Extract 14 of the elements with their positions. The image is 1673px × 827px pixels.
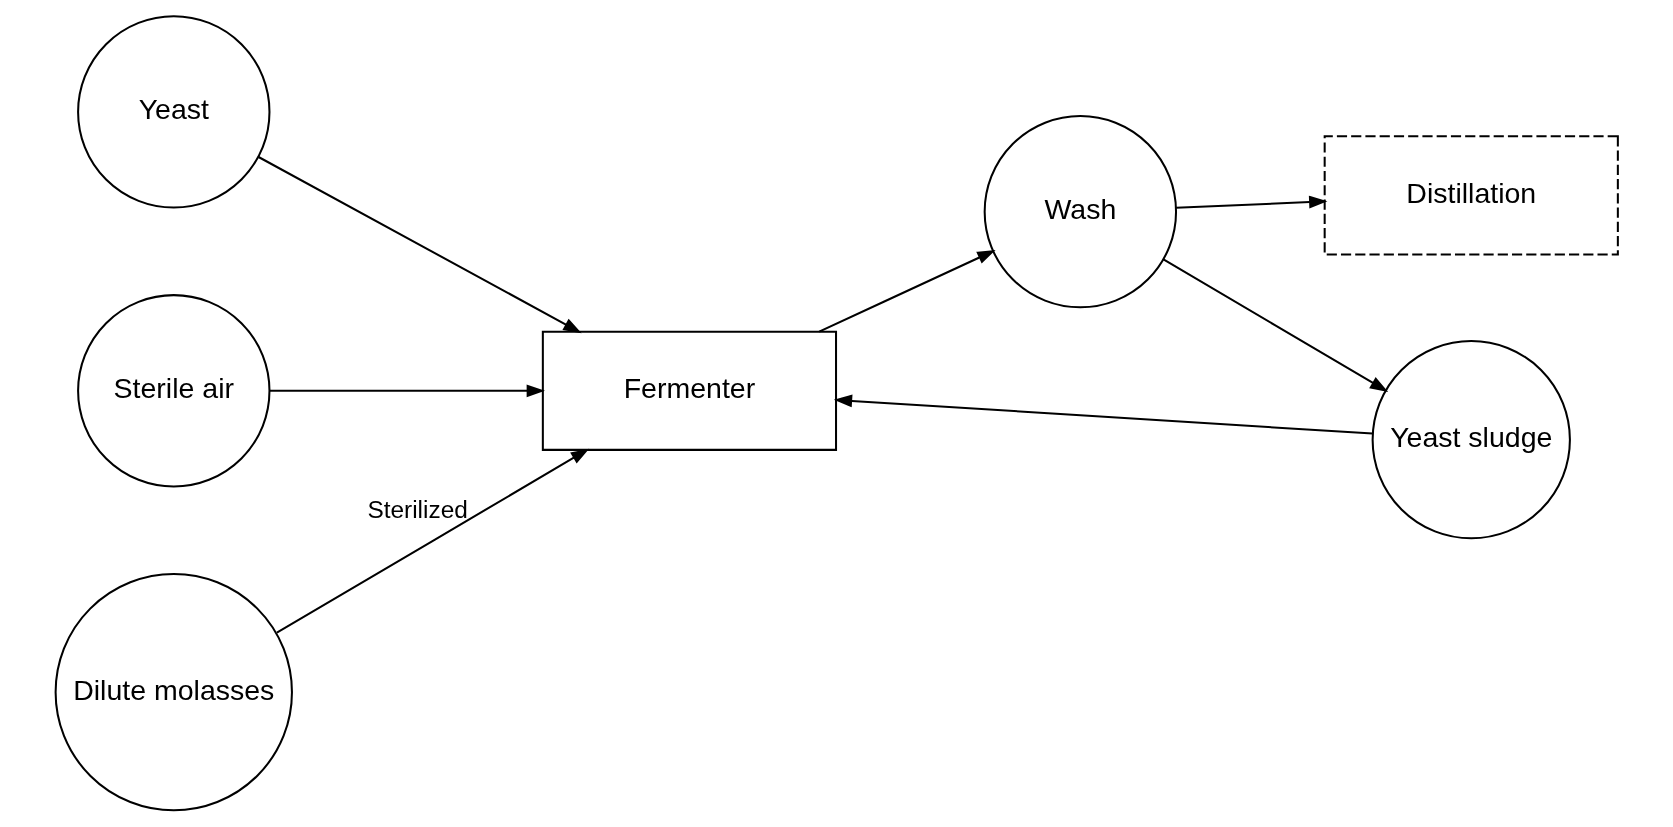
- node-circle: Yeast: [77, 15, 271, 209]
- edge-label: Sterilized: [367, 496, 468, 524]
- node-circle: Wash: [983, 114, 1178, 309]
- arrow: [818, 249, 996, 333]
- node-box: Fermenter: [541, 330, 838, 451]
- arrow: [269, 384, 545, 398]
- arrow: [1162, 258, 1389, 392]
- node-circle: Dilute molasses: [54, 572, 293, 812]
- arrow: [258, 156, 582, 334]
- node-circle: Sterile air: [77, 294, 271, 488]
- node-box: Distillation: [1323, 135, 1619, 256]
- arrow: [833, 394, 1373, 435]
- arrow: [1176, 195, 1328, 209]
- arrow: [276, 448, 590, 634]
